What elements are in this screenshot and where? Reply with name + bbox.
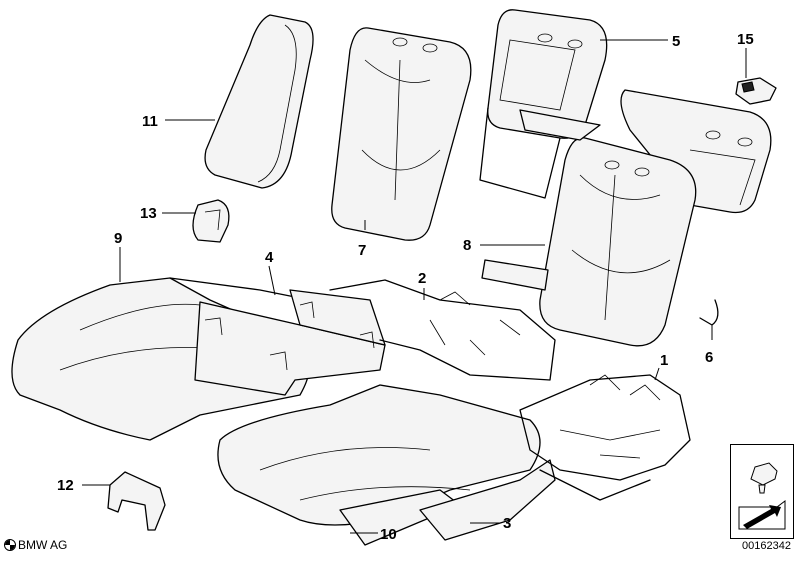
callout-2: 2 [418, 270, 426, 287]
part-2-bracket [329, 279, 556, 381]
callout-5: 5 [672, 33, 680, 50]
part-3-side-trim [419, 459, 556, 541]
callout-12: 12 [57, 477, 74, 494]
part-12-handle [107, 471, 166, 531]
diagram-id: 00162342 [742, 540, 791, 552]
part-7-backrest-cover [331, 27, 472, 241]
callout-9: 9 [114, 230, 122, 247]
part-5-backrest-frame [479, 9, 772, 214]
callout-15: 15 [737, 31, 754, 48]
callout-11: 11 [142, 113, 158, 130]
part-13-cap [192, 199, 230, 243]
callout-13: 13 [140, 205, 157, 222]
part-15-clip [735, 77, 777, 105]
callout-4: 4 [265, 249, 274, 266]
part-10-lower-cushion [217, 384, 541, 546]
brand-footer: BMW AG [4, 538, 67, 552]
part-11-side-panel [204, 14, 314, 189]
part-1-bracket-assembly [519, 374, 691, 501]
bmw-logo-icon [4, 539, 16, 551]
part-14-inset [730, 444, 794, 539]
callout-7: 7 [358, 242, 366, 259]
callout-3: 3 [503, 515, 511, 532]
part-6-hook [699, 299, 719, 326]
leader-lines [82, 39, 747, 534]
callout-10: 10 [380, 526, 397, 543]
part-14-clip-drawing [738, 462, 786, 530]
callout-6: 6 [705, 349, 713, 366]
part-8-backrest [481, 109, 697, 347]
callout-1: 1 [660, 352, 668, 369]
brand-label: BMW AG [18, 538, 68, 552]
part-4-seat-frame [194, 289, 386, 396]
callout-8: 8 [463, 237, 471, 254]
